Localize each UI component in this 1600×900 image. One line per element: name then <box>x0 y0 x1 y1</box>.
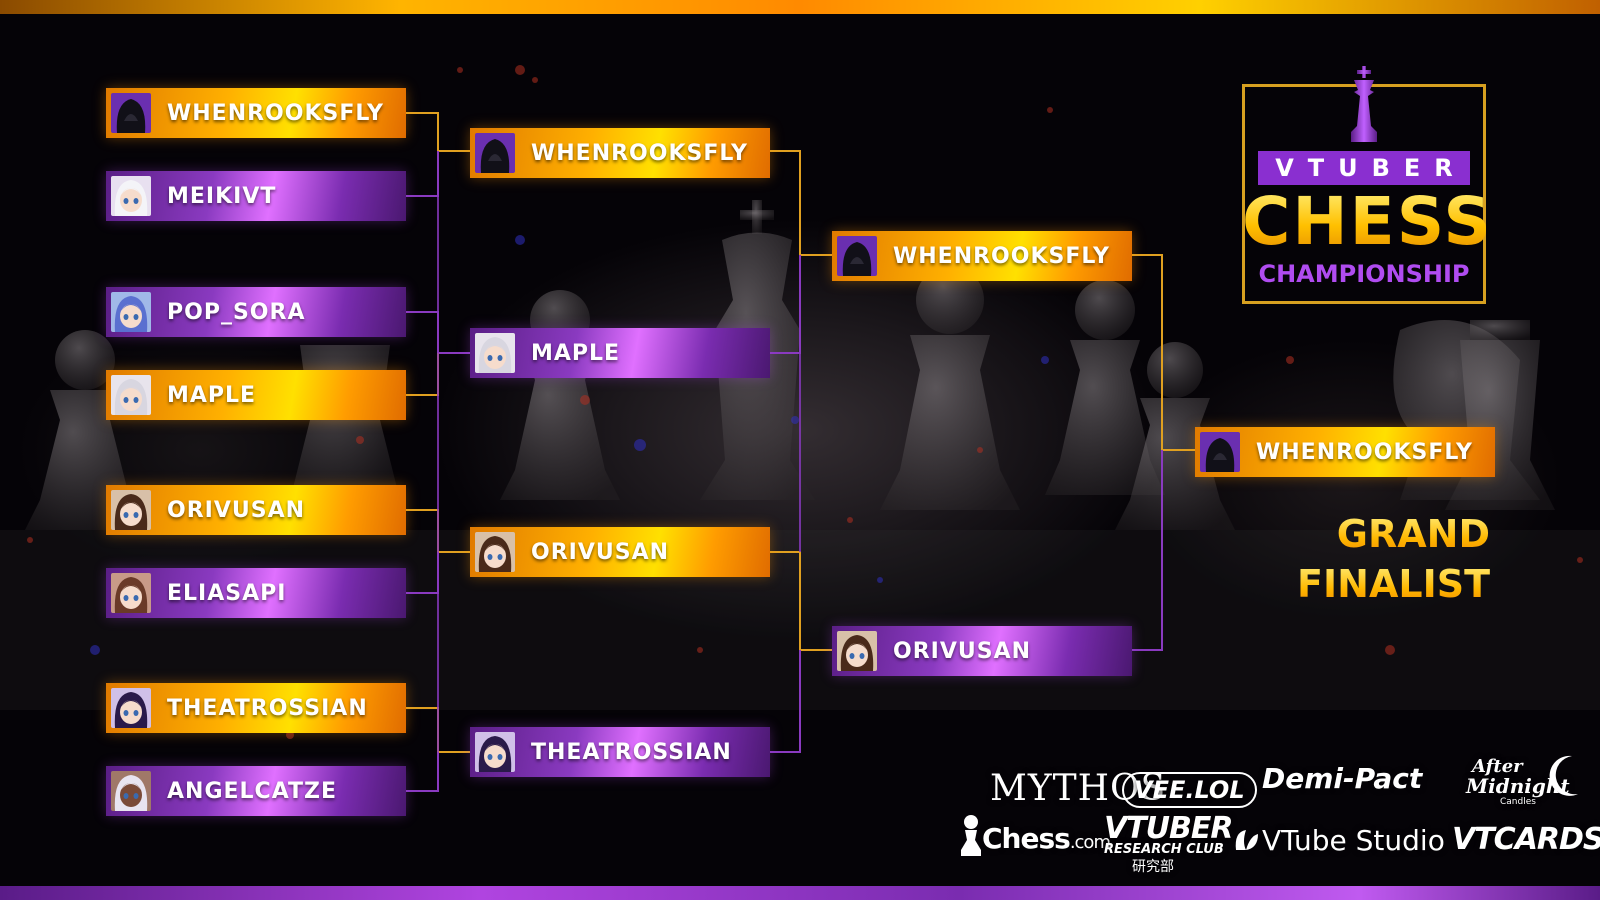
bracket-slot-r2-1[interactable]: WHENROOKSFLY <box>470 128 770 178</box>
sponsor-kenkyubu-text: 研究部 <box>1132 859 1174 875</box>
grand-finalist-line1: GRAND <box>1190 512 1490 556</box>
sponsor-after-text: After <box>1472 756 1523 777</box>
bracket-slot-r2-2[interactable]: MAPLE <box>470 328 770 378</box>
bracket-slot-final[interactable]: WHENROOKSFLY <box>1195 427 1495 477</box>
sponsor-veelol-logo: VEE.LOL <box>1122 772 1257 808</box>
logo-vtuber-text: VTUBER <box>1258 151 1470 185</box>
player-name: MEIKIVT <box>167 183 277 209</box>
bg-pawn-body <box>500 350 620 500</box>
silver-haired-girl-avatar <box>475 333 515 373</box>
grand-finalist-line2: FINALIST <box>1190 562 1490 606</box>
vtube-studio-leaf-icon <box>1235 830 1258 850</box>
brown-haired-boy-avatar <box>475 532 515 572</box>
bracket-slot-r2-3[interactable]: ORIVUSAN <box>470 527 770 577</box>
bottom-purple-bar <box>0 886 1600 900</box>
bracket-slot-r3-1[interactable]: WHENROOKSFLY <box>832 231 1132 281</box>
player-name: THEATROSSIAN <box>167 695 368 721</box>
player-name: WHENROOKSFLY <box>893 243 1110 269</box>
player-name: WHENROOKSFLY <box>1256 439 1473 465</box>
chess-king-icon <box>1351 66 1377 142</box>
sponsor-vtuber-rc-logo: VTUBER <box>1104 811 1234 846</box>
connector-r1-m2-bottom <box>406 353 439 396</box>
player-name: MAPLE <box>167 382 257 408</box>
sponsor-candles-text: Candles <box>1500 797 1536 807</box>
bracket-slot-r1-5[interactable]: ORIVUSAN <box>106 485 406 535</box>
blue-haired-girl-avatar <box>111 292 151 332</box>
connector-r3-top <box>1131 254 1195 451</box>
brown-haired-boy-avatar <box>111 490 151 530</box>
connector-r2-m1-top <box>769 150 832 256</box>
bracket-slot-r1-3[interactable]: POP_SORA <box>106 287 406 337</box>
connector-r1-m4-bottom <box>406 752 439 792</box>
bracket-slot-r1-7[interactable]: THEATROSSIAN <box>106 683 406 733</box>
sponsor-chesscom-logo: Chess.com <box>982 822 1111 855</box>
chesscom-pawn-icon <box>961 815 981 856</box>
connector-r1-m3-bottom <box>406 552 439 594</box>
connector-r2-m1-bottom <box>769 255 801 354</box>
player-name: ORIVUSAN <box>893 638 1032 664</box>
brown-haired-boy-avatar <box>837 631 877 671</box>
player-name: WHENROOKSFLY <box>531 140 748 166</box>
white-haired-girl-avatar <box>111 176 151 216</box>
connector-r2-m2-bottom <box>769 650 801 753</box>
hooded-figure-avatar <box>475 133 515 173</box>
connector-r2-m2-top <box>769 551 832 651</box>
brown-haired-girl-avatar <box>111 573 151 613</box>
logo-chess-text: CHESS <box>1242 183 1493 260</box>
bg-king-cross-h <box>740 210 774 220</box>
logo-championship-text: CHAMPIONSHIP <box>1258 260 1470 288</box>
player-name: ORIVUSAN <box>167 497 306 523</box>
chesscom-word: Chess <box>982 822 1071 855</box>
hooded-figure-avatar <box>837 236 877 276</box>
connector-r1-m1-bottom <box>406 151 439 197</box>
sponsor-vtube-studio-logo: VTube Studio <box>1262 824 1445 857</box>
bracket-slot-r1-4[interactable]: MAPLE <box>106 370 406 420</box>
sponsor-vtcards-logo: VTCARDS <box>1452 822 1600 857</box>
player-name: ANGELCATZE <box>167 778 337 804</box>
player-name: THEATROSSIAN <box>531 739 732 765</box>
player-name: WHENROOKSFLY <box>167 100 384 126</box>
silver-haired-girl-avatar <box>111 375 151 415</box>
bracket-slot-r1-2[interactable]: MEIKIVT <box>106 171 406 221</box>
bracket-slot-r1-1[interactable]: WHENROOKSFLY <box>106 88 406 138</box>
bracket-slot-r2-4[interactable]: THEATROSSIAN <box>470 727 770 777</box>
connector-r3-bottom <box>1131 450 1163 651</box>
player-name: ELIASAPI <box>167 580 287 606</box>
top-gold-bar <box>0 0 1600 14</box>
masked-character-avatar <box>475 732 515 772</box>
player-name: POP_SORA <box>167 299 306 325</box>
bracket-slot-r3-2[interactable]: ORIVUSAN <box>832 626 1132 676</box>
hooded-figure-avatar <box>111 93 151 133</box>
player-name: MAPLE <box>531 340 621 366</box>
chesscom-suffix: .com <box>1069 832 1111 853</box>
dark-skinned-girl-avatar <box>111 771 151 811</box>
crescent-moon-icon <box>1549 755 1578 796</box>
sponsor-demipact-logo: Demi-Pact <box>1262 762 1423 795</box>
sponsor-research-club-text: RESEARCH CLUB <box>1104 842 1224 857</box>
player-name: ORIVUSAN <box>531 539 670 565</box>
bracket-slot-r1-6[interactable]: ELIASAPI <box>106 568 406 618</box>
masked-character-avatar <box>111 688 151 728</box>
hooded-figure-avatar <box>1200 432 1240 472</box>
connector-r1-m1-top <box>406 112 470 152</box>
bracket-slot-r1-8[interactable]: ANGELCATZE <box>106 766 406 816</box>
